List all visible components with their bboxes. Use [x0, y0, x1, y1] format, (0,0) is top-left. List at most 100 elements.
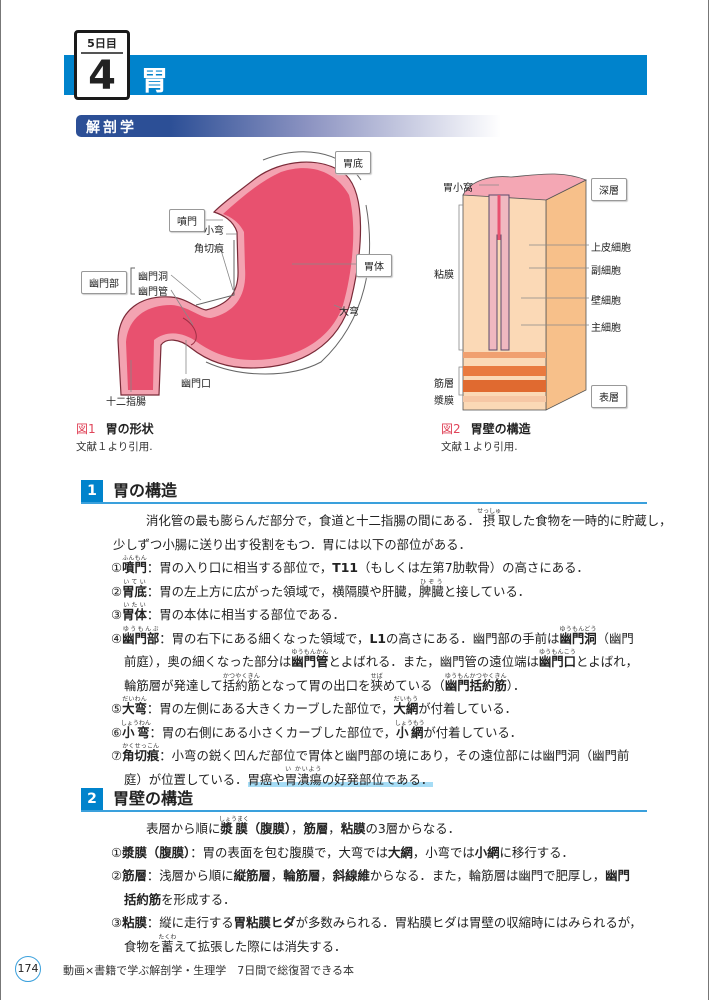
text-line: ③粘膜：縦に走行する胃粘膜ヒダが多数みられる．胃粘膜ヒダは胃壁の収縮時にはみられ… — [111, 908, 651, 932]
bold-term: 幽門 — [605, 868, 630, 883]
text-segment: ② — [111, 583, 123, 599]
text-segment: となって胃の出口を — [259, 677, 371, 693]
text-segment: ③ — [111, 607, 123, 622]
highlighted-text: 胃癌や — [247, 771, 285, 787]
bold-term: 漿膜しょうまく — [219, 816, 250, 836]
section2-body: 表層から順に漿膜しょうまく（腹膜），筋層，粘膜の3層からなる．①漿膜（腹膜）：胃… — [111, 814, 651, 955]
ruby-reading: い かいよう — [284, 765, 322, 773]
figure1-source: 文献１より引用. — [76, 441, 153, 453]
text-segment: が付着している． — [423, 724, 523, 740]
term-text: 幽門洞 — [559, 630, 597, 646]
section2-title: 胃壁の構造 — [113, 789, 194, 808]
label-angular-incisure: 角切痕 — [194, 244, 224, 255]
ruby-reading: ゆうもんこう — [538, 649, 577, 656]
text-line: 輪筋層が発達して括約筋かつやくきんとなって胃の出口を狭せばめている（幽門括約筋ゆ… — [111, 671, 651, 695]
label-parietal-cell: 壁細胞 — [591, 296, 621, 307]
term-text: 蓄 — [158, 938, 177, 954]
term-text: 大網 — [393, 701, 419, 716]
stomach-illustration — [117, 151, 371, 396]
text-segment: 食物を — [124, 938, 162, 954]
bold-term: 輪筋層 — [283, 868, 321, 883]
term-text: 幽門部 — [122, 630, 160, 646]
text-line: ⑦角切痕かくせっこん：小弯の鋭く凹んだ部位で胃体と幽門部の境にあり，その遠位部に… — [111, 741, 651, 765]
subheading-bar — [76, 115, 501, 137]
bold-term: 幽門洞ゆうもんどう — [559, 626, 597, 646]
highlighted-text: の好発部位である． — [321, 771, 434, 787]
chapter-title: 胃 — [141, 66, 168, 97]
label-epithelial-cell: 上皮細胞 — [591, 243, 631, 254]
text-segment: ⑦ — [111, 748, 123, 763]
bold-term: 大弯だいわん — [122, 696, 147, 716]
bold-term: 小網しょうもう — [395, 720, 425, 740]
text-segment: ：胃の表面を包む腹膜で，大弯では — [190, 844, 389, 860]
text-segment: ， — [320, 868, 333, 883]
text-segment: 脾臓ひぞう — [419, 579, 444, 599]
figure2-source: 文献１より引用. — [441, 441, 518, 453]
label-chief-cell: 主細胞 — [591, 323, 621, 334]
text-segment: からなる．また，輪筋層は幽門で肥厚し， — [369, 868, 606, 883]
ruby-reading: だいわん — [122, 696, 147, 703]
bold-term: 粘膜 — [340, 821, 366, 836]
text-segment: ：胃の左上方に広がった領域で，横隔膜や肝臓， — [146, 583, 419, 599]
text-segment: ② — [111, 868, 123, 883]
text-segment: ④ — [111, 630, 123, 646]
bold-term: （腹膜） — [247, 821, 292, 836]
bold-term: 大網 — [388, 844, 413, 860]
label-pyloric-orifice: 幽門口 — [181, 379, 211, 390]
bold-term: 幽門括約筋ゆうもんかつやくきん — [445, 673, 507, 693]
text-segment: ：胃の右側にある小さくカーブした部位で， — [149, 724, 397, 740]
figure2-number: 図2 — [441, 422, 461, 436]
bold-term: 幽門部ゆうもんぶ — [122, 626, 160, 646]
text-segment: とよばれる．また，幽門管の遠位端は — [328, 654, 539, 669]
term-text: 胃潰瘍 — [284, 771, 322, 787]
ruby-reading: せっしゅ — [477, 508, 502, 515]
text-segment: えて拡張した際には消失する． — [173, 938, 347, 954]
ruby-reading: ゆうもんかん — [291, 649, 329, 656]
text-segment: とよばれ， — [576, 654, 638, 669]
text-line: ①漿膜（腹膜）：胃の表面を包む腹膜で，大弯では大網，小弯では小網に移行する． — [111, 838, 651, 862]
text-line: 表層から順に漿膜しょうまく（腹膜），筋層，粘膜の3層からなる． — [111, 814, 651, 838]
text-line: 庭）が位置している．胃癌や胃潰瘍い かいようの好発部位である． — [111, 765, 651, 789]
ruby-reading: かくせっこん — [122, 743, 160, 750]
ruby-reading: ふんもん — [122, 555, 147, 562]
term-text: 幽門口 — [538, 654, 577, 669]
text-segment: ， — [270, 868, 284, 883]
text-segment: を形成する． — [161, 891, 236, 907]
figure1-title: 胃の形状 — [105, 422, 154, 436]
text-segment: 狭せば — [370, 673, 382, 693]
section2-heading: 2 胃壁の構造 — [81, 788, 647, 812]
text-segment: 括約筋かつやくきん — [222, 673, 260, 693]
text-segment: の高さにある．幽門部の手前は — [385, 630, 560, 646]
term-text: 括約筋 — [222, 677, 260, 693]
bold-term: L1 — [369, 630, 386, 646]
ruby-reading: しょうわん — [120, 719, 151, 727]
text-segment: ：胃の本体に相当する部位である． — [146, 607, 346, 622]
label-cardia: 噴門 — [169, 209, 205, 232]
term-text: 小弯 — [120, 724, 151, 740]
section2-number: 2 — [81, 788, 103, 810]
label-mucosa: 粘膜 — [434, 270, 454, 281]
text-segment: 庭）が位置している． — [124, 771, 248, 787]
text-segment: ：胃の左側にある大きくカーブした部位で， — [146, 701, 394, 716]
term-text: 胃体 — [122, 607, 147, 622]
text-line: ③胃体いたい：胃の本体に相当する部位である． — [111, 600, 651, 624]
text-segment: 少しずつ小腸に送り出す役割をもつ．胃には以下の部位がある． — [113, 536, 471, 552]
text-line: 消化管の最も膨らんだ部分で，食道と十二指腸の間にある．摂せっしゅ取した食物を一時… — [111, 506, 672, 530]
label-greater-curvature: 大弯 — [339, 307, 359, 318]
ruby-reading: いてい — [122, 578, 147, 586]
ruby-reading: せば — [370, 672, 383, 680]
text-segment: が付着している． — [418, 701, 518, 716]
text-line: 少しずつ小腸に送り出す役割をもつ．胃には以下の部位がある． — [111, 530, 651, 554]
text-segment: ⑥ — [111, 724, 123, 740]
label-pyloric-canal: 幽門管 — [138, 287, 168, 298]
text-line: ⑤大弯だいわん：胃の左側にある大きくカーブした部位で，大網だいもうが付着している… — [111, 694, 651, 718]
text-line: ④幽門部ゆうもんぶ：胃の右下にある細くなった領域で，L1の高さにある．幽門部の手… — [111, 624, 651, 648]
bold-term: 縦筋層 — [233, 868, 271, 883]
day-label: 5日目 — [81, 35, 123, 54]
label-duodenum: 十二指腸 — [106, 397, 146, 408]
text-line: ②筋層：浅層から順に縦筋層，輪筋層，斜線維からなる．また，輪筋層は幽門で肥厚し，… — [111, 861, 651, 885]
term-text: 漿膜 — [219, 821, 250, 836]
text-segment: ① — [111, 844, 123, 860]
